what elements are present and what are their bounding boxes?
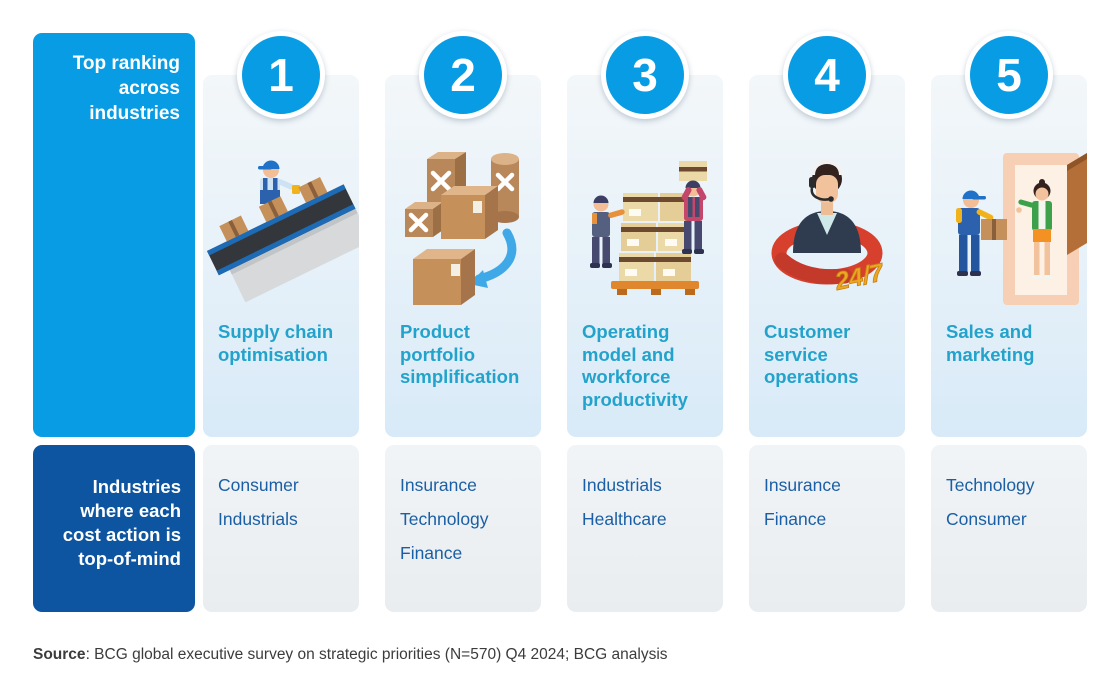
industry-item: Insurance — [400, 475, 477, 495]
conveyor-belt-icon — [207, 160, 359, 303]
cost-action-title-3: Operating model and workforce productivi… — [582, 321, 688, 410]
24-7-label: 24/7 — [832, 258, 887, 296]
industries-card-3: Industrials Healthcare — [567, 445, 723, 612]
cost-action-title-5: Sales and marketing — [946, 321, 1035, 365]
rank-badge-3: 3 — [601, 31, 689, 119]
industry-item: Insurance — [764, 475, 841, 495]
cost-action-card-1: 1 — [203, 31, 359, 437]
industry-item: Industrials — [218, 509, 298, 530]
cost-action-card-2: 2 — [385, 31, 541, 437]
bottom-row-label: Industries where each cost action is top… — [62, 476, 181, 570]
industry-item: Industrials — [582, 475, 662, 495]
industries-card-4: Insurance Finance — [749, 445, 905, 612]
rank-badge-1: 1 — [237, 31, 325, 119]
cost-action-card-4: 4 — [749, 31, 905, 437]
ranking-column-4: 4 — [749, 31, 905, 612]
industry-item: Finance — [764, 509, 827, 530]
ranking-column-5: 5 — [931, 31, 1087, 612]
boxes-consolidation-icon — [405, 152, 519, 305]
industry-item: Technology — [946, 475, 1035, 495]
source-label: Source — [33, 646, 86, 663]
ranking-column-2: 2 — [385, 31, 541, 612]
rank-badge-2: 2 — [419, 31, 507, 119]
cost-action-title-1: Supply chain optimisation — [218, 321, 334, 365]
sales-marketing-illustration — [931, 137, 1087, 309]
cost-action-card-3: 3 — [567, 31, 723, 437]
bottom-row-label-box: Industries where each cost action is top… — [33, 445, 195, 612]
support-agent-icon: 24/7 — [771, 159, 888, 297]
industry-item: Healthcare — [582, 509, 667, 530]
industry-item: Technology — [400, 509, 489, 530]
source-note: Source: BCG global executive survey on s… — [33, 646, 668, 664]
cost-action-card-5: 5 — [931, 31, 1087, 437]
cost-action-title-4: Customer service operations — [764, 321, 859, 388]
portfolio-simplification-illustration — [385, 137, 541, 309]
source-text: : BCG global executive survey on strateg… — [85, 646, 668, 663]
workforce-productivity-illustration — [567, 137, 723, 309]
top-row-label-box: Top ranking across industries — [33, 33, 195, 437]
industry-item: Consumer — [218, 475, 299, 495]
industries-card-5: Technology Consumer — [931, 445, 1087, 612]
rank-badge-5: 5 — [965, 31, 1053, 119]
row-labels: Top ranking across industries Industries… — [33, 33, 195, 612]
supply-chain-illustration — [203, 137, 359, 309]
ranking-column-1: 1 — [203, 31, 359, 612]
cost-action-title-2: Product portfolio simplification — [400, 321, 520, 388]
rank-badge-4: 4 — [783, 31, 871, 119]
delivery-at-door-icon — [956, 153, 1087, 305]
top-row-label: Top ranking across industries — [72, 53, 180, 125]
customer-service-illustration: 24/7 — [749, 137, 905, 309]
industry-item: Consumer — [946, 509, 1027, 530]
industries-card-1: Consumer Industrials — [203, 445, 359, 612]
ranking-board: Top ranking across industries Industries… — [33, 31, 1087, 612]
industry-item: Finance — [400, 543, 463, 564]
industries-card-2: Insurance Technology Finance — [385, 445, 541, 612]
ranking-column-3: 3 — [567, 31, 723, 612]
warehouse-workers-icon — [590, 161, 707, 295]
